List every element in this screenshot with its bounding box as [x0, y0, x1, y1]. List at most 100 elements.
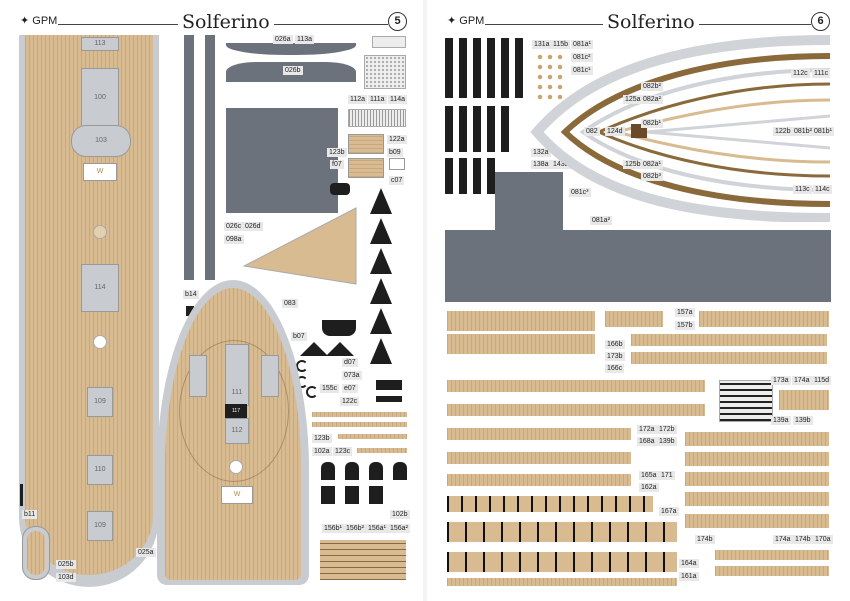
black-strip: [501, 106, 509, 152]
hatch-label: 110: [94, 466, 106, 473]
bow-hatch-dark: 117: [225, 404, 247, 418]
part-label: f07: [330, 160, 344, 169]
page-number: 5: [388, 12, 407, 31]
part-label: 111c: [812, 69, 831, 78]
anchor-part: [370, 308, 392, 334]
black-strip: [473, 158, 481, 194]
part-label: 098a: [224, 235, 244, 244]
part-label: 156a¹: [366, 524, 388, 533]
hatch-label: 109: [94, 522, 106, 529]
plank-part: [699, 311, 829, 327]
bow-hatch: 111: [225, 344, 249, 406]
part-label: 112c: [791, 69, 810, 78]
boat-part: [321, 462, 335, 480]
part-label: 122b: [773, 127, 793, 136]
hatch-label: 111: [231, 389, 243, 396]
part-label: d07: [342, 358, 358, 367]
anchor-part: [330, 183, 350, 195]
part-label: 081c¹: [571, 66, 593, 75]
boat-part: [369, 462, 383, 480]
plank-part: [447, 380, 705, 392]
boat-part: [321, 486, 335, 504]
deck-hatch: 113: [81, 37, 119, 51]
part-label: 026a: [273, 35, 293, 44]
part-label: 113a: [295, 35, 315, 44]
bow-hatch: 112: [225, 418, 249, 444]
deck-hatch: 109: [87, 511, 113, 541]
plank-part: [447, 474, 631, 486]
part-label: 174b: [793, 535, 813, 544]
anchor-part: [376, 380, 402, 390]
part-label: 081b²: [792, 127, 814, 136]
part-label: 122c: [340, 397, 360, 406]
part-label: 082a¹: [641, 160, 663, 169]
plank-part: [447, 552, 677, 572]
small-part: [20, 484, 23, 506]
hatch-label: 112: [231, 427, 243, 434]
ring-part: [296, 360, 308, 372]
plank-strip: [312, 412, 407, 417]
plank-part: [447, 496, 653, 512]
part-label: e07: [342, 384, 358, 393]
part-label: 155c: [320, 384, 340, 393]
logo-text: GPM: [32, 15, 58, 27]
grating-part: [372, 36, 406, 48]
plank-strip: [338, 434, 407, 439]
part-label: 026d: [243, 222, 263, 231]
plank-part: [685, 472, 829, 486]
plank-part: [447, 452, 631, 464]
hatch-label: W: [96, 168, 104, 175]
capstan-icon: [93, 335, 107, 349]
deck-hatch: 103: [71, 125, 131, 157]
black-strip: [459, 38, 467, 98]
part-label: 174b: [695, 535, 715, 544]
part-label: 082a²: [641, 95, 663, 104]
plank-part: [631, 334, 827, 346]
main-deck-part: 113 100 103 W 114 109 110 109: [19, 35, 159, 587]
part-label: 166c: [605, 364, 625, 373]
black-strip: [445, 106, 453, 152]
anchor-part: [370, 218, 392, 244]
part-label: 172a: [637, 425, 657, 434]
deck-hatch: 114: [81, 264, 119, 312]
part-label: 113c: [793, 185, 812, 194]
part-label: 115d: [812, 376, 832, 385]
part-label: 082b³: [641, 172, 663, 181]
hatch-label: 117: [232, 408, 240, 414]
grating-part: [364, 55, 406, 89]
part-label: 172b: [657, 425, 677, 434]
part-label: b07: [291, 332, 307, 341]
anchor-part: [370, 248, 392, 274]
black-strip: [459, 158, 467, 194]
plank-part: [447, 428, 631, 440]
part-label: 125b: [623, 160, 643, 169]
part-label: 123c: [333, 447, 353, 456]
bow-ellipse: [179, 340, 289, 482]
anchor-part: [326, 342, 354, 356]
deck-hatch: 110: [87, 455, 113, 485]
part-label: 114a: [388, 95, 408, 104]
part-label: 157b: [675, 321, 695, 330]
plank-part: [685, 432, 829, 446]
stairs-part: [320, 540, 406, 580]
part-label: 156a²: [388, 524, 410, 533]
part-label: 026c: [224, 222, 244, 231]
part-label: 170a: [813, 535, 833, 544]
plank-part: [447, 578, 677, 586]
hatch-label: 113: [94, 40, 106, 47]
part-label: 025b: [56, 560, 76, 569]
plank-strip: [357, 448, 407, 453]
part-label: 102b: [390, 510, 410, 519]
part-label: c07: [389, 176, 405, 185]
anchor-part: [322, 320, 356, 336]
part-label: b09: [387, 148, 403, 157]
bow-side-panel: [261, 355, 279, 397]
black-strip: [473, 38, 481, 98]
black-strip: [445, 38, 453, 98]
plank-part: [715, 550, 829, 560]
black-strip: [445, 158, 453, 194]
boat-part: [393, 462, 407, 480]
part-label: 081a²: [590, 216, 612, 225]
part-label: 081a¹: [571, 40, 593, 49]
plank-part: [605, 311, 663, 327]
